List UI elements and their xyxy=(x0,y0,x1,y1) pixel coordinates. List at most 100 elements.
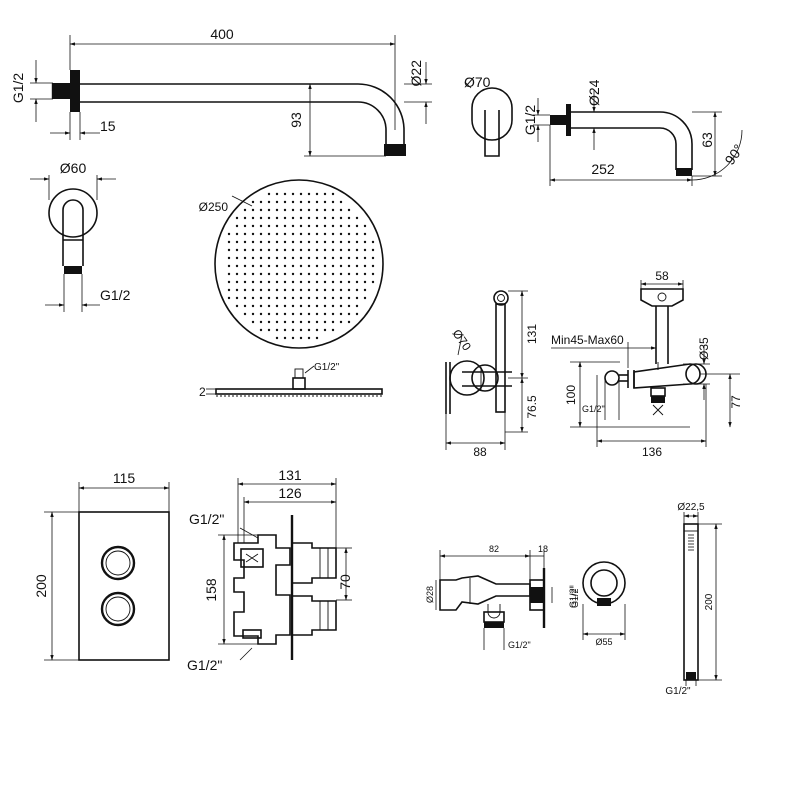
handheld-holder-view: Ø70 131 76.5 88 xyxy=(445,290,539,459)
nozzle-dot xyxy=(243,208,247,212)
nozzle-dot xyxy=(315,216,319,220)
nozzle-dot xyxy=(283,328,287,332)
nozzle-dot xyxy=(323,232,327,236)
nozzle-dot xyxy=(235,240,239,244)
nozzle-dot xyxy=(291,304,295,308)
nozzle-dot xyxy=(339,224,343,228)
nozzle-dot xyxy=(267,200,271,204)
nozzle-dot xyxy=(251,200,255,204)
nozzle-dot xyxy=(267,248,271,252)
nozzle-dot xyxy=(363,288,367,292)
nozzle-dot xyxy=(291,200,295,204)
nozzle-dot xyxy=(331,288,335,292)
nozzle-dot xyxy=(275,328,279,332)
nozzle-dot xyxy=(339,296,343,300)
nozzle-dot xyxy=(347,272,351,276)
nozzle-dot xyxy=(339,264,343,268)
nozzle-dot xyxy=(251,280,255,284)
nozzle-dot xyxy=(347,232,351,236)
nozzle-dot xyxy=(355,240,359,244)
nozzle-dot xyxy=(283,240,287,244)
nozzle-dot xyxy=(347,312,351,316)
nozzle-dot xyxy=(331,240,335,244)
nozzle-dot xyxy=(299,296,303,300)
nozzle-dot xyxy=(243,304,247,308)
nozzle-dot xyxy=(275,216,279,220)
nozzle-dot xyxy=(227,296,231,300)
nozzle-dot xyxy=(323,224,327,228)
outlet-flange-label: 18 xyxy=(538,544,548,554)
nozzle-dot xyxy=(331,264,335,268)
nozzle-dot xyxy=(291,216,295,220)
nozzle-dot xyxy=(267,328,271,332)
nozzle-dot xyxy=(235,248,239,252)
nozzle-dot xyxy=(363,280,367,284)
nozzle-dot xyxy=(251,288,255,292)
bidet-thread-label: G1/2" xyxy=(582,404,605,414)
nozzle-dot xyxy=(363,272,367,276)
nozzle-dot xyxy=(307,240,311,244)
outlet-thread-side-label: G1/2" xyxy=(568,585,578,608)
nozzle-dot xyxy=(347,224,351,228)
nozzle-dot xyxy=(267,264,271,268)
nozzle-dot xyxy=(283,280,287,284)
nozzle-dot xyxy=(371,264,375,268)
nozzle-dot xyxy=(307,288,311,292)
bidet-wall-range-label: Min45-Max60 xyxy=(551,333,624,347)
thermostat-knob-top xyxy=(100,545,136,581)
nozzle-dot xyxy=(315,336,319,340)
outlet-thread-bottom-label: G1/2" xyxy=(508,640,531,650)
nozzle-dot xyxy=(275,240,279,244)
nozzle-dot xyxy=(331,320,335,324)
nozzle-dot xyxy=(251,240,255,244)
nozzle-dot xyxy=(355,216,359,220)
bidet-lower-height-label: 77 xyxy=(729,395,743,409)
nozzle-dot xyxy=(235,264,239,268)
nozzle-dot xyxy=(347,304,351,308)
nozzle-dot xyxy=(275,256,279,260)
nozzle-dot xyxy=(259,288,263,292)
nozzle-dot xyxy=(267,288,271,292)
plate-height-label: 200 xyxy=(33,574,49,598)
valve-thread-top-label: G1/2" xyxy=(189,511,224,527)
nozzle-dot xyxy=(251,312,255,316)
nozzle-dot xyxy=(275,248,279,252)
nozzle-dot xyxy=(299,248,303,252)
valve-body-view: 131 126 G1/2" 158 70 G1/2" xyxy=(187,467,353,673)
nozzle-dot xyxy=(299,240,303,244)
nozzle-dot xyxy=(363,256,367,260)
nozzle-dot xyxy=(371,256,375,260)
nozzle-dot xyxy=(331,280,335,284)
nozzle-dot xyxy=(323,272,327,276)
nozzle-dot xyxy=(283,256,287,260)
nozzle-dot xyxy=(355,312,359,316)
arm-flange-depth-label: 15 xyxy=(100,118,116,134)
nozzle-dot xyxy=(371,248,375,252)
nozzle-dot xyxy=(267,208,271,212)
nozzle-dot xyxy=(275,264,279,268)
outlet-diameter-label: Ø28 xyxy=(425,586,435,603)
nozzle-dot xyxy=(283,264,287,268)
nozzle-dot xyxy=(323,216,327,220)
nozzle-dot xyxy=(227,264,231,268)
nozzle-dot xyxy=(259,200,263,204)
nozzle-dot xyxy=(243,264,247,268)
nozzle-dot xyxy=(315,192,319,196)
nozzle-dot xyxy=(339,232,343,236)
nozzle-dot xyxy=(299,280,303,284)
nozzle-dot xyxy=(315,304,319,308)
nozzle-dot xyxy=(235,216,239,220)
arm-length-label: 400 xyxy=(210,26,234,42)
nozzle-dot xyxy=(307,224,311,228)
valve-total-width-label: 131 xyxy=(278,467,302,483)
nozzle-dot xyxy=(267,192,271,196)
nozzle-dot xyxy=(275,304,279,308)
spout-thread-label: G1/2 xyxy=(522,105,538,136)
spout-pipe-diameter-label: Ø24 xyxy=(586,79,602,106)
nozzle-dot xyxy=(283,248,287,252)
nozzle-dot xyxy=(347,320,351,324)
nozzle-dot xyxy=(307,312,311,316)
nozzle-dot xyxy=(243,272,247,276)
nozzle-dot xyxy=(235,256,239,260)
nozzle-dot xyxy=(307,272,311,276)
